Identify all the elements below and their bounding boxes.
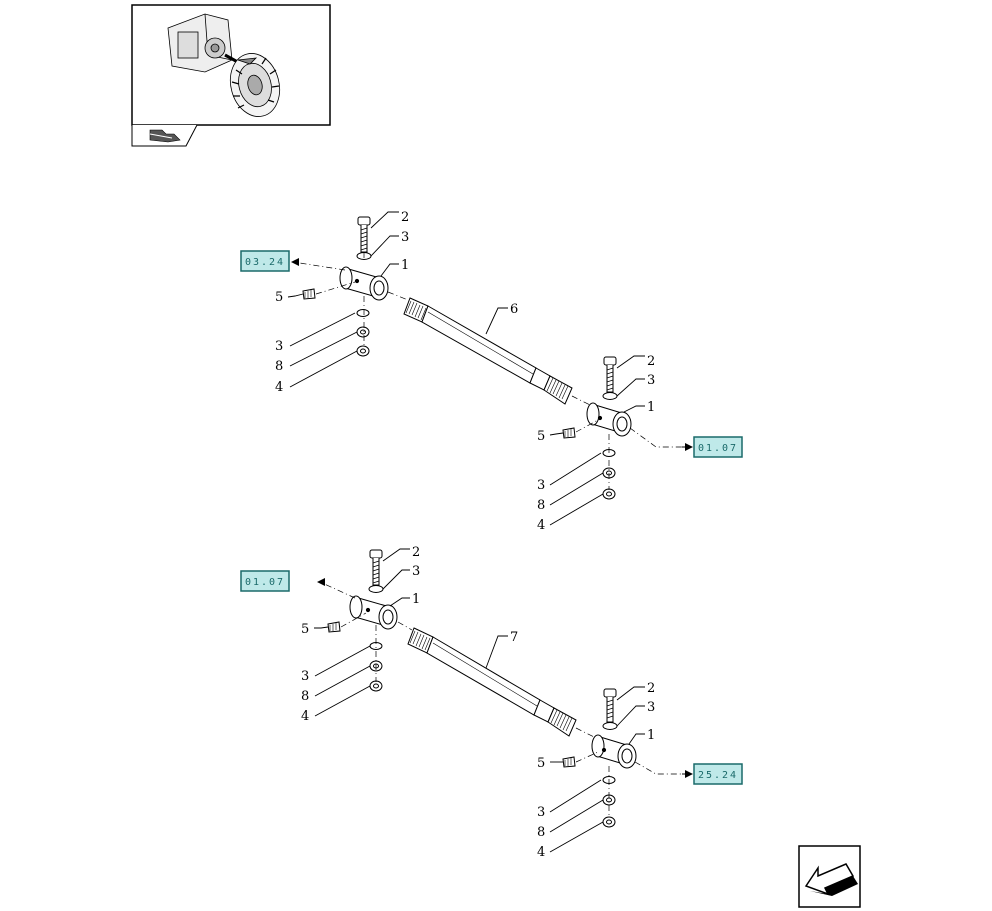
- ref-box-b-label: 01.07: [698, 443, 738, 454]
- ref-box-c-label: 01.07: [245, 577, 285, 588]
- ref-box-b[interactable]: 01.07: [693, 436, 743, 458]
- callout-3: 3: [647, 700, 655, 715]
- nav-tab[interactable]: [131, 124, 198, 147]
- callout-4: 4: [537, 845, 545, 860]
- axle-shaft-7: [407, 627, 577, 737]
- callout-5: 5: [537, 429, 545, 444]
- callout-5: 5: [301, 622, 309, 637]
- book-arrow-icon: [149, 129, 181, 143]
- callout-3: 3: [301, 669, 309, 684]
- grease-nipple: [302, 288, 316, 300]
- callout-4: 4: [537, 518, 545, 533]
- tractor-axle-wheel-thumbnail: [167, 13, 281, 117]
- callout-1: 1: [647, 400, 655, 415]
- callout-5: 5: [275, 290, 283, 305]
- callout-labels: 2 3 1 5 3 8 4 6 2 3 1 5 3 8 4 2 3 1 5 3 …: [275, 210, 655, 860]
- callout-2: 2: [412, 545, 420, 560]
- leader-lines: [287, 211, 645, 853]
- callout-6: 6: [510, 302, 518, 317]
- callout-4: 4: [301, 709, 309, 724]
- joint-d: [562, 688, 637, 828]
- previous-page-button[interactable]: [798, 845, 861, 908]
- joint-b: [562, 356, 632, 500]
- callout-3: 3: [647, 373, 655, 388]
- callout-2: 2: [401, 210, 409, 225]
- joint-c: [327, 549, 398, 692]
- ref-box-c[interactable]: 01.07: [240, 570, 290, 592]
- callout-8: 8: [275, 359, 283, 374]
- ref-box-d[interactable]: 25.24: [693, 763, 743, 785]
- callout-4: 4: [275, 380, 283, 395]
- ref-box-a-label: 03.24: [245, 257, 285, 268]
- thumbnail-frame: [131, 4, 331, 126]
- callout-3: 3: [537, 805, 545, 820]
- washer: [356, 309, 370, 317]
- callout-2: 2: [647, 354, 655, 369]
- callout-3: 3: [412, 564, 420, 579]
- callout-5: 5: [537, 756, 545, 771]
- callout-2: 2: [647, 681, 655, 696]
- callout-7: 7: [510, 630, 518, 645]
- bolt-head: [357, 216, 371, 226]
- centre-lines-c: [319, 581, 413, 682]
- ref-box-d-label: 25.24: [698, 770, 738, 781]
- callout-3: 3: [275, 339, 283, 354]
- callout-1: 1: [647, 728, 655, 743]
- centre-lines-a: [292, 252, 409, 347]
- callout-8: 8: [301, 689, 309, 704]
- axle-shaft-6: [403, 297, 573, 405]
- callout-1: 1: [401, 258, 409, 273]
- joint-a: [302, 216, 389, 357]
- centre-lines-b: [575, 419, 690, 490]
- ref-box-a[interactable]: 03.24: [240, 250, 290, 272]
- callout-8: 8: [537, 825, 545, 840]
- centre-lines-d: [575, 751, 690, 818]
- previous-page-arrow-icon: [804, 863, 858, 896]
- callout-8: 8: [537, 498, 545, 513]
- callout-3: 3: [401, 230, 409, 245]
- callout-3: 3: [537, 478, 545, 493]
- callout-1: 1: [412, 592, 420, 607]
